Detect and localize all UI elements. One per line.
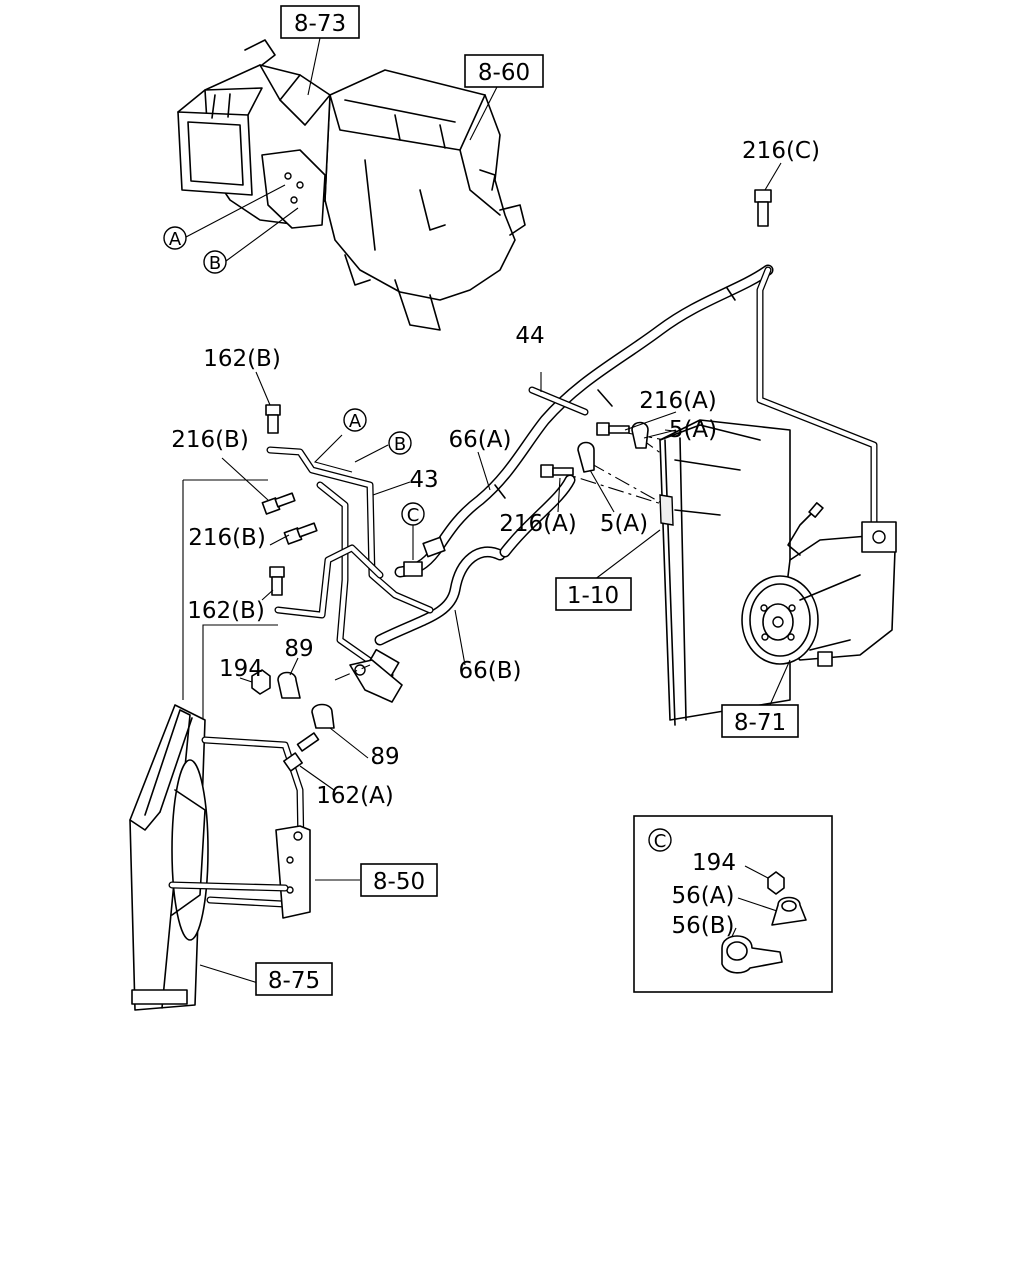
callout-5a-2: 5(A) xyxy=(600,511,648,537)
svg-text:A: A xyxy=(169,229,182,250)
detail-c-clamp-b-label: 56(B) xyxy=(672,913,735,939)
clamp-b-icon xyxy=(721,935,783,974)
callout-89-1: 89 xyxy=(284,636,313,662)
callout-162b-top: 162(B) xyxy=(203,346,281,372)
detail-c-clamp-a-label: 56(A) xyxy=(672,883,735,909)
callout-162b-mid: 162(B) xyxy=(187,598,265,624)
hvac-unit-drawing xyxy=(177,39,526,331)
ref-heater-unit: 8-73 xyxy=(280,5,360,39)
svg-text:8-50: 8-50 xyxy=(373,869,425,895)
svg-text:A: A xyxy=(349,411,362,432)
condenser-drawing xyxy=(129,704,311,1011)
marker-b-pipe: B xyxy=(388,431,412,455)
ref-condenser: 8-75 xyxy=(255,962,333,996)
callout-66a: 66(A) xyxy=(449,427,512,453)
detail-c-panel: C 194 56(A) 56(B) xyxy=(633,815,833,993)
callout-216b-1: 216(B) xyxy=(171,427,249,453)
compressor-drawing xyxy=(741,502,897,667)
svg-text:1-10: 1-10 xyxy=(567,583,619,609)
marker-a-hvac: A xyxy=(163,226,187,250)
svg-text:B: B xyxy=(394,434,406,455)
ref-condenser-bracket: 8-50 xyxy=(360,863,438,897)
detail-c-marker: C xyxy=(648,828,672,852)
svg-text:8-71: 8-71 xyxy=(734,710,786,736)
nut-icon xyxy=(767,871,785,895)
callout-43: 43 xyxy=(409,467,438,493)
svg-text:8-60: 8-60 xyxy=(478,60,530,86)
marker-c-clamp: C xyxy=(401,502,425,526)
callout-216a-1: 216(A) xyxy=(639,388,717,414)
ref-compressor: 8-71 xyxy=(721,704,799,738)
svg-text:C: C xyxy=(407,505,420,526)
radiator-drawing xyxy=(659,419,791,726)
marker-b-hvac: B xyxy=(203,250,227,274)
refrigerant-lines xyxy=(182,264,878,730)
marker-a-pipe: A xyxy=(343,408,367,432)
ref-evaporator-unit: 8-60 xyxy=(464,54,544,88)
svg-text:8-73: 8-73 xyxy=(294,11,346,37)
detail-c-nut-label: 194 xyxy=(692,850,736,876)
svg-text:C: C xyxy=(654,831,667,852)
callout-194: 194 xyxy=(219,656,263,682)
leader-lines xyxy=(199,37,791,984)
callout-44: 44 xyxy=(515,323,544,349)
callout-216c: 216(C) xyxy=(742,138,820,164)
callout-89-2: 89 xyxy=(370,744,399,770)
svg-text:B: B xyxy=(209,253,221,274)
callout-216b-2: 216(B) xyxy=(188,525,266,551)
callout-5a-1: 5(A) xyxy=(669,417,717,443)
callout-162a: 162(A) xyxy=(316,783,394,809)
svg-text:8-75: 8-75 xyxy=(268,968,320,994)
callout-66b: 66(B) xyxy=(459,658,522,684)
ref-radiator: 1-10 xyxy=(555,577,632,611)
callout-216a-2: 216(A) xyxy=(499,511,577,537)
fasteners xyxy=(251,189,772,772)
